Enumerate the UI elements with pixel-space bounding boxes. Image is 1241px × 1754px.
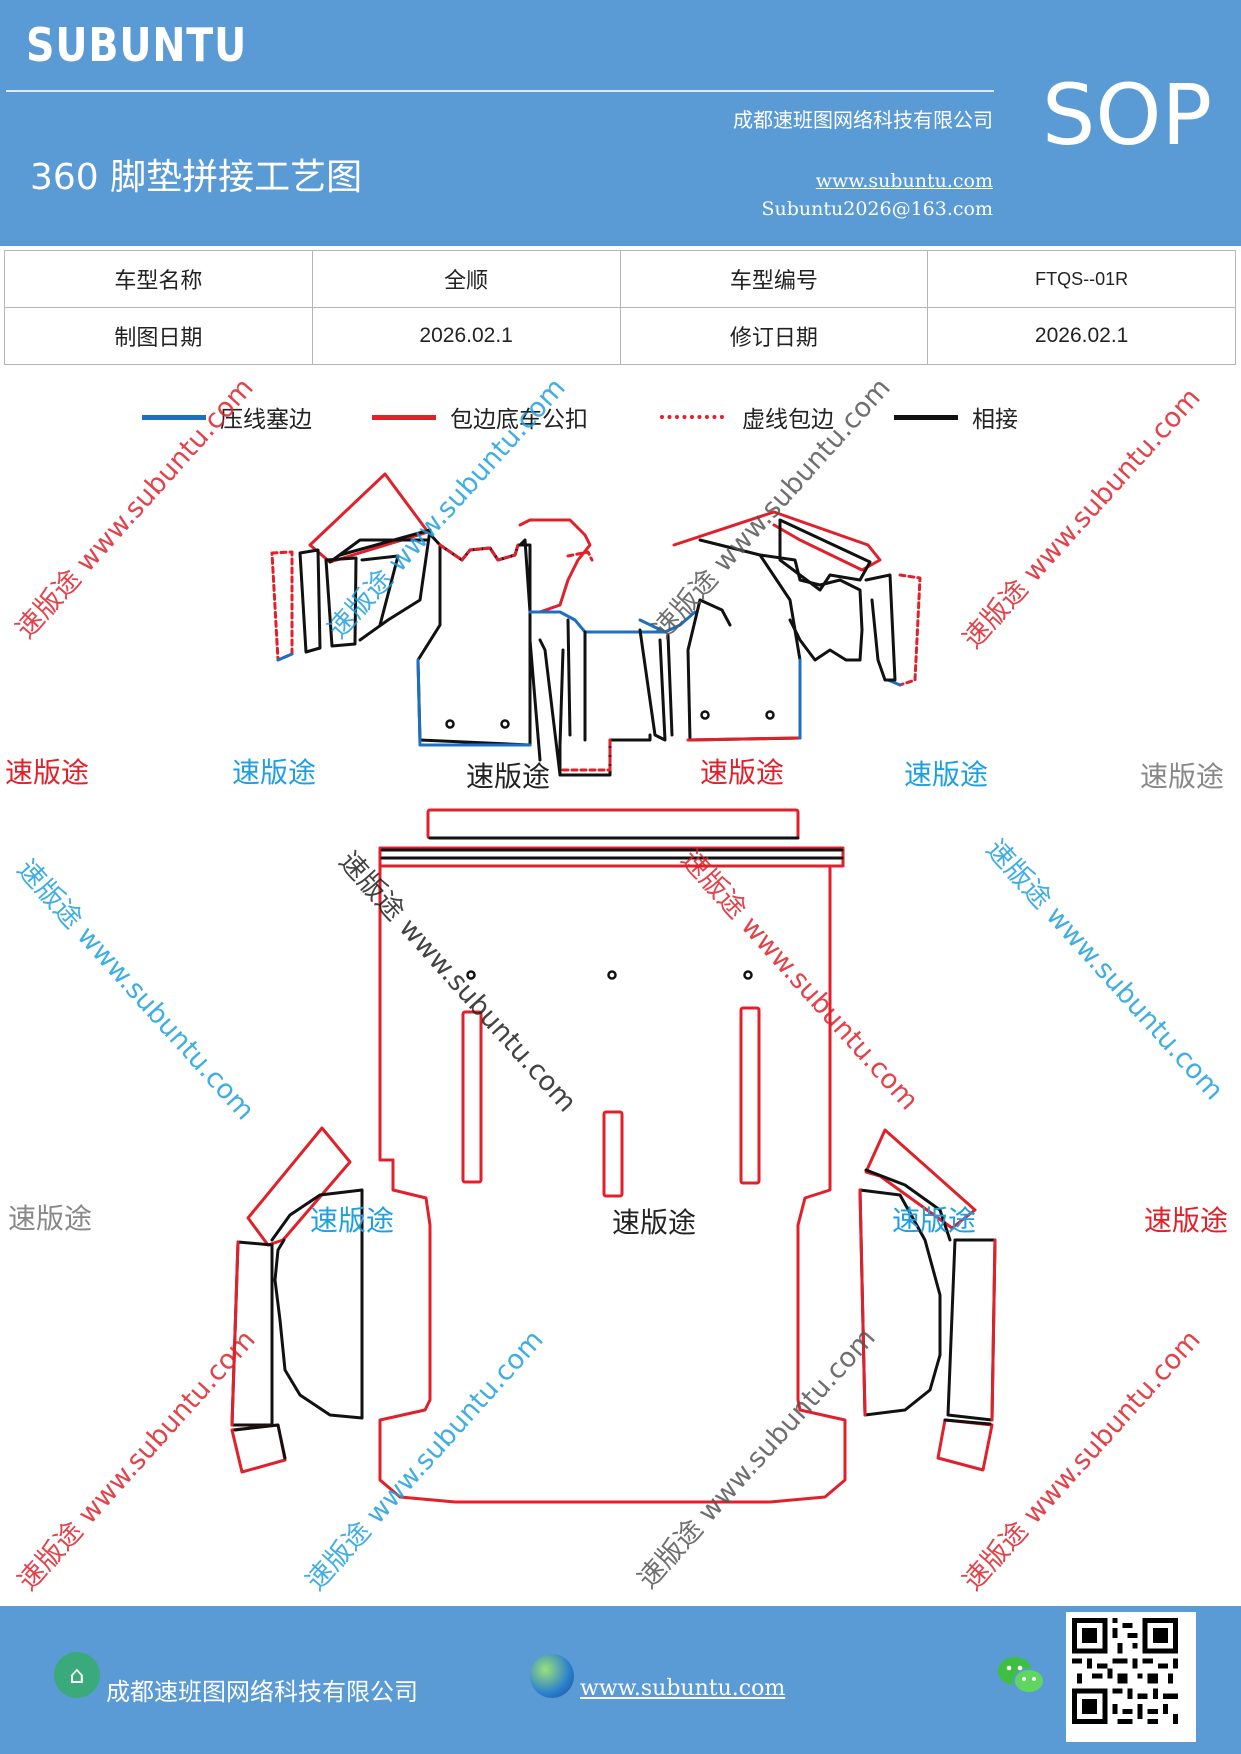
rear-cargo-mat	[378, 808, 847, 1504]
legend-swatch-black	[894, 414, 958, 420]
legend-item-press-line: 压线塞边	[142, 400, 312, 434]
model-name-value: 全顺	[311, 250, 621, 308]
rev-date-label: 修订日期	[619, 307, 929, 365]
rear-right-wheel-arch	[858, 1128, 997, 1472]
website-link[interactable]: www.subuntu.com	[815, 170, 993, 192]
home-icon: ⌂	[54, 1652, 100, 1698]
table-row: 车型名称 全顺 车型编号 FTQS--01R	[4, 250, 1236, 308]
legend-label: 压线塞边	[220, 407, 312, 433]
qr-code-icon	[1066, 1612, 1196, 1742]
table-row: 制图日期 2026.02.1 修订日期 2026.02.1	[4, 307, 1236, 365]
legend-swatch-red-dotted	[660, 415, 724, 419]
legend-label: 相接	[972, 407, 1018, 433]
header-divider	[6, 90, 994, 92]
sop-badge: SOP	[1042, 66, 1213, 164]
legend: 压线塞边 包边底车公扣 虚线包边 相接	[0, 400, 1241, 440]
rev-date-value: 2026.02.1	[927, 307, 1236, 365]
front-right-mat	[672, 510, 922, 742]
legend-label: 包边底车公扣	[450, 407, 588, 433]
draw-date-value: 2026.02.1	[311, 307, 621, 365]
footer-company: 成都速班图网络科技有限公司	[106, 1678, 418, 1706]
brand-logo: SUBUNTU	[26, 18, 248, 72]
legend-label: 虚线包边	[742, 407, 834, 433]
info-table: 车型名称 全顺 车型编号 FTQS--01R 制图日期 2026.02.1 修订…	[4, 250, 1236, 365]
model-code-value: FTQS--01R	[927, 250, 1236, 308]
footer-website-link[interactable]: www.subuntu.com	[580, 1676, 786, 1701]
front-left-mat	[270, 472, 532, 747]
rear-left-wheel-arch	[230, 1126, 364, 1474]
email-address[interactable]: Subuntu2026@163.com	[761, 198, 993, 220]
legend-item-dotted-edge: 虚线包边	[660, 400, 834, 434]
footer-banner: ⌂ 成都速班图网络科技有限公司 www.subuntu.com	[0, 1606, 1241, 1754]
legend-swatch-blue	[142, 414, 206, 420]
draw-date-label: 制图日期	[4, 307, 313, 365]
page-title: 360 脚垫拼接工艺图	[30, 157, 363, 198]
header-banner: SUBUNTU 成都速班图网络科技有限公司 360 脚垫拼接工艺图 www.su…	[0, 0, 1241, 246]
model-name-label: 车型名称	[4, 250, 313, 308]
company-name: 成都速班图网络科技有限公司	[733, 108, 993, 132]
wechat-icon[interactable]	[996, 1654, 1046, 1698]
model-code-label: 车型编号	[619, 250, 929, 308]
legend-item-joint: 相接	[894, 400, 1018, 434]
legend-swatch-red	[372, 414, 436, 420]
center-console-mat	[518, 518, 697, 777]
globe-icon	[530, 1654, 574, 1698]
legend-item-edge-clip: 包边底车公扣	[372, 400, 588, 434]
